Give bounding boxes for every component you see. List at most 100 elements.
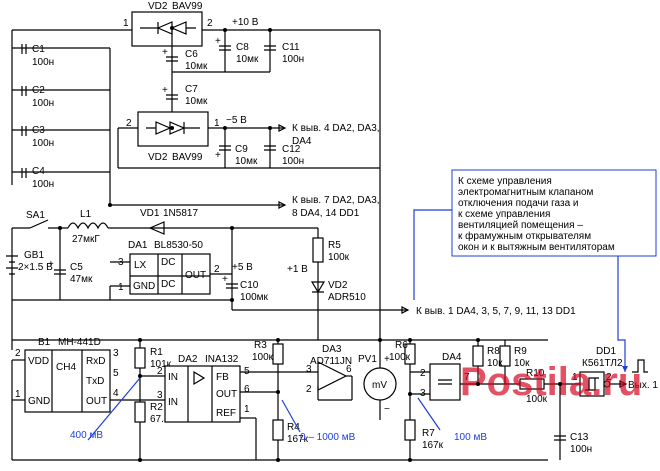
da3-p2: 2 (306, 384, 312, 395)
da2-fb: FB (216, 372, 229, 383)
c2-ref: C2 (32, 85, 45, 96)
b1-ch4: CH4 (56, 362, 76, 373)
da4-p2: 2 (420, 368, 426, 379)
b1-txd: TxD (86, 376, 104, 387)
pv1-sym: mV (372, 380, 387, 391)
b1-part: MH-441D (58, 337, 101, 348)
sa1-ref: SA1 (26, 210, 45, 221)
b1-ref: B1 (38, 337, 51, 348)
note-line3: отключения подачи газа и (458, 198, 579, 209)
c8-value: 10мк (236, 54, 259, 65)
annot-100mv: 100 мВ (454, 432, 487, 443)
da3-ref: DA3 (322, 344, 342, 355)
b1-out: OUT (86, 396, 107, 407)
r8-ref: R8 (487, 346, 500, 357)
c3-value: 100н (32, 138, 54, 149)
vd2-top-pin2: 2 (207, 18, 213, 29)
svg-text:+: + (162, 85, 168, 96)
b1-p1: 1 (15, 389, 21, 400)
da2-p1: 1 (244, 404, 250, 415)
diode-pair-vd2-bot: 2 1 VD2 BAV99 (126, 111, 220, 163)
power-section: 1 2 VD2 BAV99 +10 В C1 100н C2 100н C3 1… (11, 1, 381, 340)
net-minus5: −5 В (226, 115, 247, 126)
r6-value: 100к (389, 352, 411, 363)
r8-value: 10к (487, 358, 503, 369)
junctions (58, 28, 562, 462)
net-pin4-line2: DA4 (292, 136, 312, 147)
voltage-annotations: 400 мВ 0 – 1000 мВ 100 мВ (70, 377, 487, 443)
svg-text:+: + (48, 259, 54, 270)
c12-value: 100н (282, 156, 304, 167)
da3-p6: 6 (346, 364, 352, 375)
r3-value: 100к (252, 352, 274, 363)
vd2-bot-pin2: 1 (214, 118, 220, 129)
pv1-ref: PV1 (358, 354, 377, 365)
c10-ref: C10 (240, 280, 259, 291)
da1-part: BL8530-50 (154, 240, 203, 251)
c9-value: 10мк (235, 156, 258, 167)
r1-ref: R1 (150, 347, 163, 358)
vd2-top-pin1: 1 (123, 18, 129, 29)
da1-p1: 1 (118, 282, 124, 293)
cap-bank-left: C1 100н C2 100н C3 100н C4 100н (12, 44, 111, 205)
svg-text:+: + (215, 36, 221, 47)
r5-ref: R5 (328, 240, 341, 251)
da3-part: AD711JN (310, 356, 352, 367)
vd2-bot-ref: VD2 (148, 152, 168, 163)
da1-lx: LX (134, 260, 147, 271)
r7-value: 167к (422, 440, 444, 451)
r1-value: 101к (150, 359, 172, 370)
note-line4: к схеме управления (458, 209, 550, 220)
note-line6: к фрамужным открывателям (458, 230, 591, 242)
pv1-plus: + (384, 354, 390, 365)
c4-ref: C4 (32, 166, 45, 177)
gb1-value: 2×1.5 В (18, 262, 53, 273)
vd2-bot-part: BAV99 (172, 152, 203, 163)
diode-pair-vd2-top: 1 2 VD2 BAV99 (123, 1, 213, 47)
da1-dc1: DC (161, 257, 175, 268)
cap-c6-c7: + + C6 10мк C7 10мк (162, 46, 208, 120)
net-plus1: +1 В (287, 264, 308, 275)
pv1-minus: − (384, 404, 390, 415)
c6-value: 10мк (185, 61, 208, 72)
watermark-logo: Postila.ru (460, 360, 642, 404)
gb1-ref: GB1 (24, 250, 44, 261)
r9-value: 10к (514, 358, 530, 369)
c1-ref: C1 (32, 44, 45, 55)
r6-ref: R6 (395, 340, 408, 351)
vd2-bot-pin1: 2 (126, 118, 132, 129)
r3-ref: R3 (254, 340, 267, 351)
annot-400mv: 400 мВ (70, 430, 103, 441)
da1-ref: DA1 (128, 240, 148, 251)
dd1-p1: 1 (572, 372, 578, 383)
c9-ref: C9 (235, 144, 248, 155)
b1-p2: 2 (15, 348, 21, 359)
svg-text:+: + (215, 150, 221, 161)
r4-ref: R4 (287, 422, 300, 433)
da2-out: OUT (216, 389, 237, 400)
net-plus10: +10 В (232, 17, 259, 28)
r10-ref: R10 (526, 368, 545, 379)
c6-ref: C6 (185, 49, 198, 60)
c3-ref: C3 (32, 125, 45, 136)
net-pin7-line1: К выв. 7 DA2, DA3, (292, 195, 380, 206)
c4-value: 100н (32, 179, 54, 190)
annot-0-1000mv: 0 – 1000 мВ (300, 432, 356, 443)
net-plus5: +5 В (232, 262, 253, 273)
vd1-part: 1N5817 (163, 208, 198, 219)
b1-p3: 3 (113, 348, 119, 359)
c5-value: 47мк (70, 274, 93, 285)
cap-c9-c12: + C9 10мк C12 100н (215, 128, 304, 168)
da2-p6: 6 (244, 384, 250, 395)
r2-value: 67.3к (150, 414, 174, 425)
note-line5: вентиляцией помещения – (458, 220, 583, 231)
r9-ref: R9 (514, 346, 527, 357)
r4-value: 167к (287, 434, 309, 445)
c7-value: 10мк (185, 96, 208, 107)
note-line7: окон и к вытяжным вентиляторам (458, 242, 615, 253)
note-line2: электромагнитным клапаном (458, 187, 594, 198)
r7-ref: R7 (422, 428, 435, 439)
r2-ref: R2 (150, 402, 163, 413)
da2-part: INA132 (205, 354, 239, 365)
l1-value: 27мкГ (72, 234, 100, 245)
